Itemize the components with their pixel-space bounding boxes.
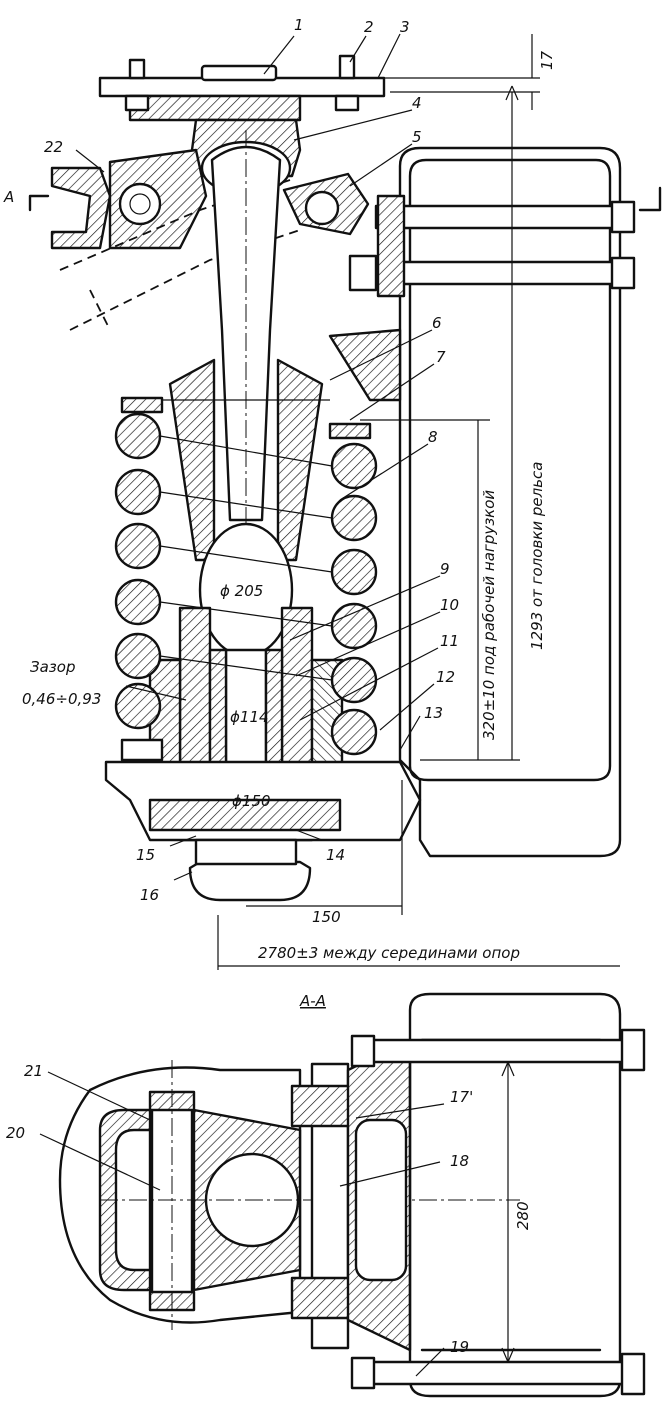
- bolt-left: [128, 58, 146, 80]
- callout-6: 6: [432, 314, 442, 332]
- dim-between-supports: 2780±3 между серединами опор: [258, 944, 520, 962]
- left-pin: [118, 182, 162, 226]
- callout-3: 3: [400, 18, 410, 36]
- dim-dia-205: ϕ 205: [220, 582, 263, 600]
- dim-dia-114: ϕ114: [230, 708, 269, 726]
- spring-coil: [114, 412, 162, 460]
- callout-numbers: 1 2 3 4 5 22 6 7 8 9 10 11 12 13 14 15 1…: [6, 16, 473, 1356]
- leader-lines: [39, 33, 445, 1377]
- callout-15: 15: [136, 846, 155, 864]
- left-bracket: [50, 166, 112, 250]
- dim-dia-150: ϕ150: [232, 792, 271, 810]
- callout-8: 8: [428, 428, 438, 446]
- cap: [200, 64, 278, 82]
- callout-4: 4: [412, 94, 422, 112]
- callout-5: 5: [412, 128, 422, 146]
- callout-13: 13: [424, 704, 443, 722]
- callout-2: 2: [364, 18, 374, 36]
- side-frame: [398, 146, 622, 858]
- callout-7: 7: [436, 348, 446, 366]
- bottom-clip: [188, 860, 312, 902]
- callout-19: 19: [450, 1338, 469, 1356]
- callout-12: 12: [436, 668, 455, 686]
- callout-18: 18: [450, 1152, 469, 1170]
- section-title: A-A: [299, 992, 326, 1010]
- dim-17: 17: [538, 50, 556, 70]
- callout-1: 1: [294, 16, 304, 34]
- callout-17: 17': [450, 1088, 473, 1106]
- callout-10: 10: [440, 596, 459, 614]
- callout-11: 11: [440, 632, 459, 650]
- dimension-labels: A A-A 17 1293 от головки рельса 320±10 п…: [3, 50, 556, 1230]
- section-marker: A: [3, 188, 14, 206]
- callout-9: 9: [440, 560, 450, 578]
- link-pin: [304, 190, 340, 226]
- dim-working-load: 320±10 под рабочей нагрузкой: [480, 490, 498, 740]
- section-a-a-view: [58, 992, 646, 1398]
- callout-14: 14: [326, 846, 345, 864]
- dim-rail-height: 1293 от головки рельса: [528, 462, 546, 650]
- gap-value: 0,46÷0,93: [22, 690, 101, 708]
- callout-22: 22: [44, 138, 63, 156]
- callout-16: 16: [140, 886, 159, 904]
- main-section-view: [28, 34, 662, 970]
- housing-outline: [58, 1066, 302, 1324]
- callout-20: 20: [6, 1124, 25, 1142]
- callout-21: 21: [24, 1062, 43, 1080]
- dim-280: 280: [514, 1201, 532, 1230]
- gap-label: Зазор: [30, 658, 75, 676]
- dim-150: 150: [312, 908, 341, 926]
